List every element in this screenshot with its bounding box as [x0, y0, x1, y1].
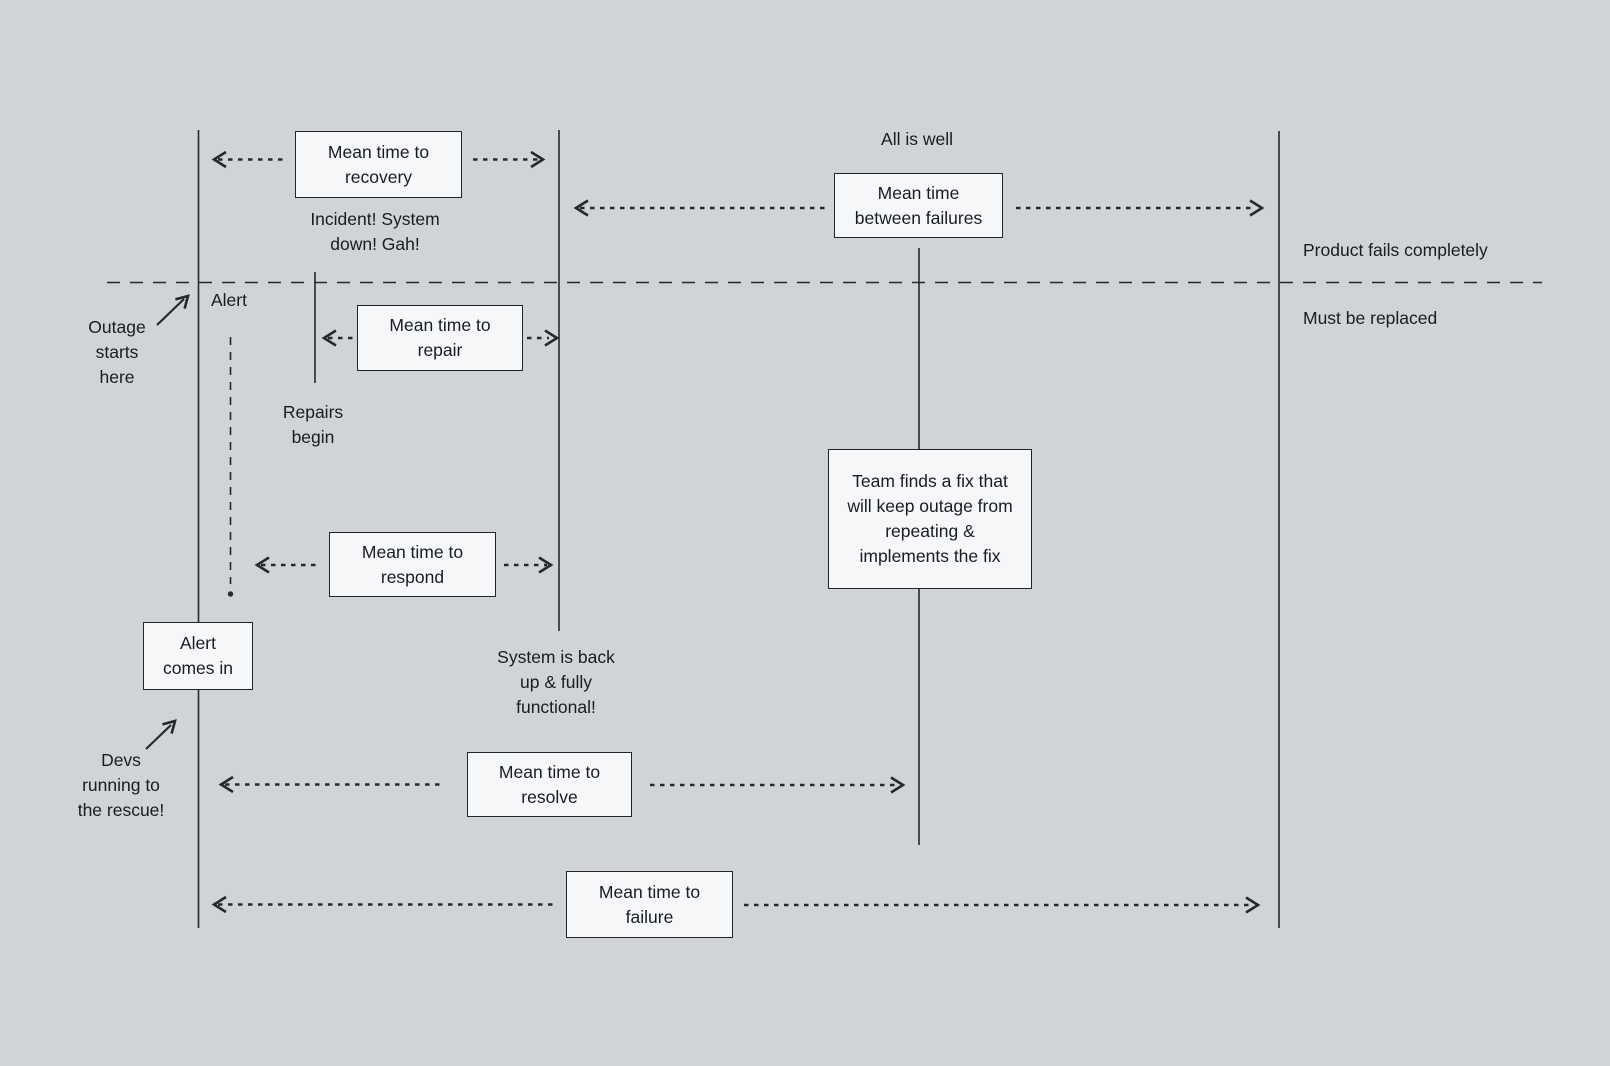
alert-dot: [227, 591, 234, 597]
system-back-up-label: System is back up & fully functional!: [497, 647, 615, 717]
incident-label: Incident! System down! Gah!: [310, 209, 440, 254]
mtbf-left-arrow: [573, 199, 827, 217]
product-fails-label: Product fails completely: [1303, 240, 1488, 260]
mean-time-to-repair-box: Mean time to repair: [357, 305, 523, 371]
devs-running-label: Devs running to the rescue!: [77, 750, 165, 820]
team-finds-fix-box: Team finds a fix that will keep outage f…: [828, 449, 1032, 589]
repairs-begin-label: Repairs begin: [282, 402, 344, 447]
repair-left-arrow: [321, 329, 354, 347]
failure-right-arrow: [744, 896, 1261, 914]
failure-left-arrow: [211, 895, 554, 914]
respond-right-arrow: [504, 556, 554, 574]
mean-time-between-failures-box: Mean time between failures: [834, 173, 1003, 238]
alert-comes-in-box: Alert comes in: [143, 622, 253, 690]
outage-pointer-arrow: [156, 294, 190, 326]
mean-time-to-resolve-box: Mean time to resolve: [467, 752, 632, 817]
devs-pointer-arrow: [145, 719, 177, 750]
must-be-replaced-label: Must be replaced: [1303, 308, 1438, 328]
mean-time-to-respond-box: Mean time to respond: [329, 532, 496, 597]
repair-right-arrow: [527, 329, 560, 347]
mtbf-right-arrow: [1016, 199, 1265, 217]
recovery-right-arrow: [473, 150, 546, 169]
resolve-left-arrow: [218, 775, 443, 794]
recovery-left-arrow: [211, 150, 284, 169]
resolve-right-arrow: [650, 776, 906, 794]
alert-label: Alert: [211, 290, 247, 310]
mean-time-to-failure-box: Mean time to failure: [566, 871, 733, 938]
outage-starts-here-label: Outage starts here: [88, 317, 146, 387]
respond-left-arrow: [254, 556, 318, 574]
mean-time-to-recovery-box: Mean time to recovery: [295, 131, 462, 198]
all-is-well-label: All is well: [881, 129, 953, 149]
